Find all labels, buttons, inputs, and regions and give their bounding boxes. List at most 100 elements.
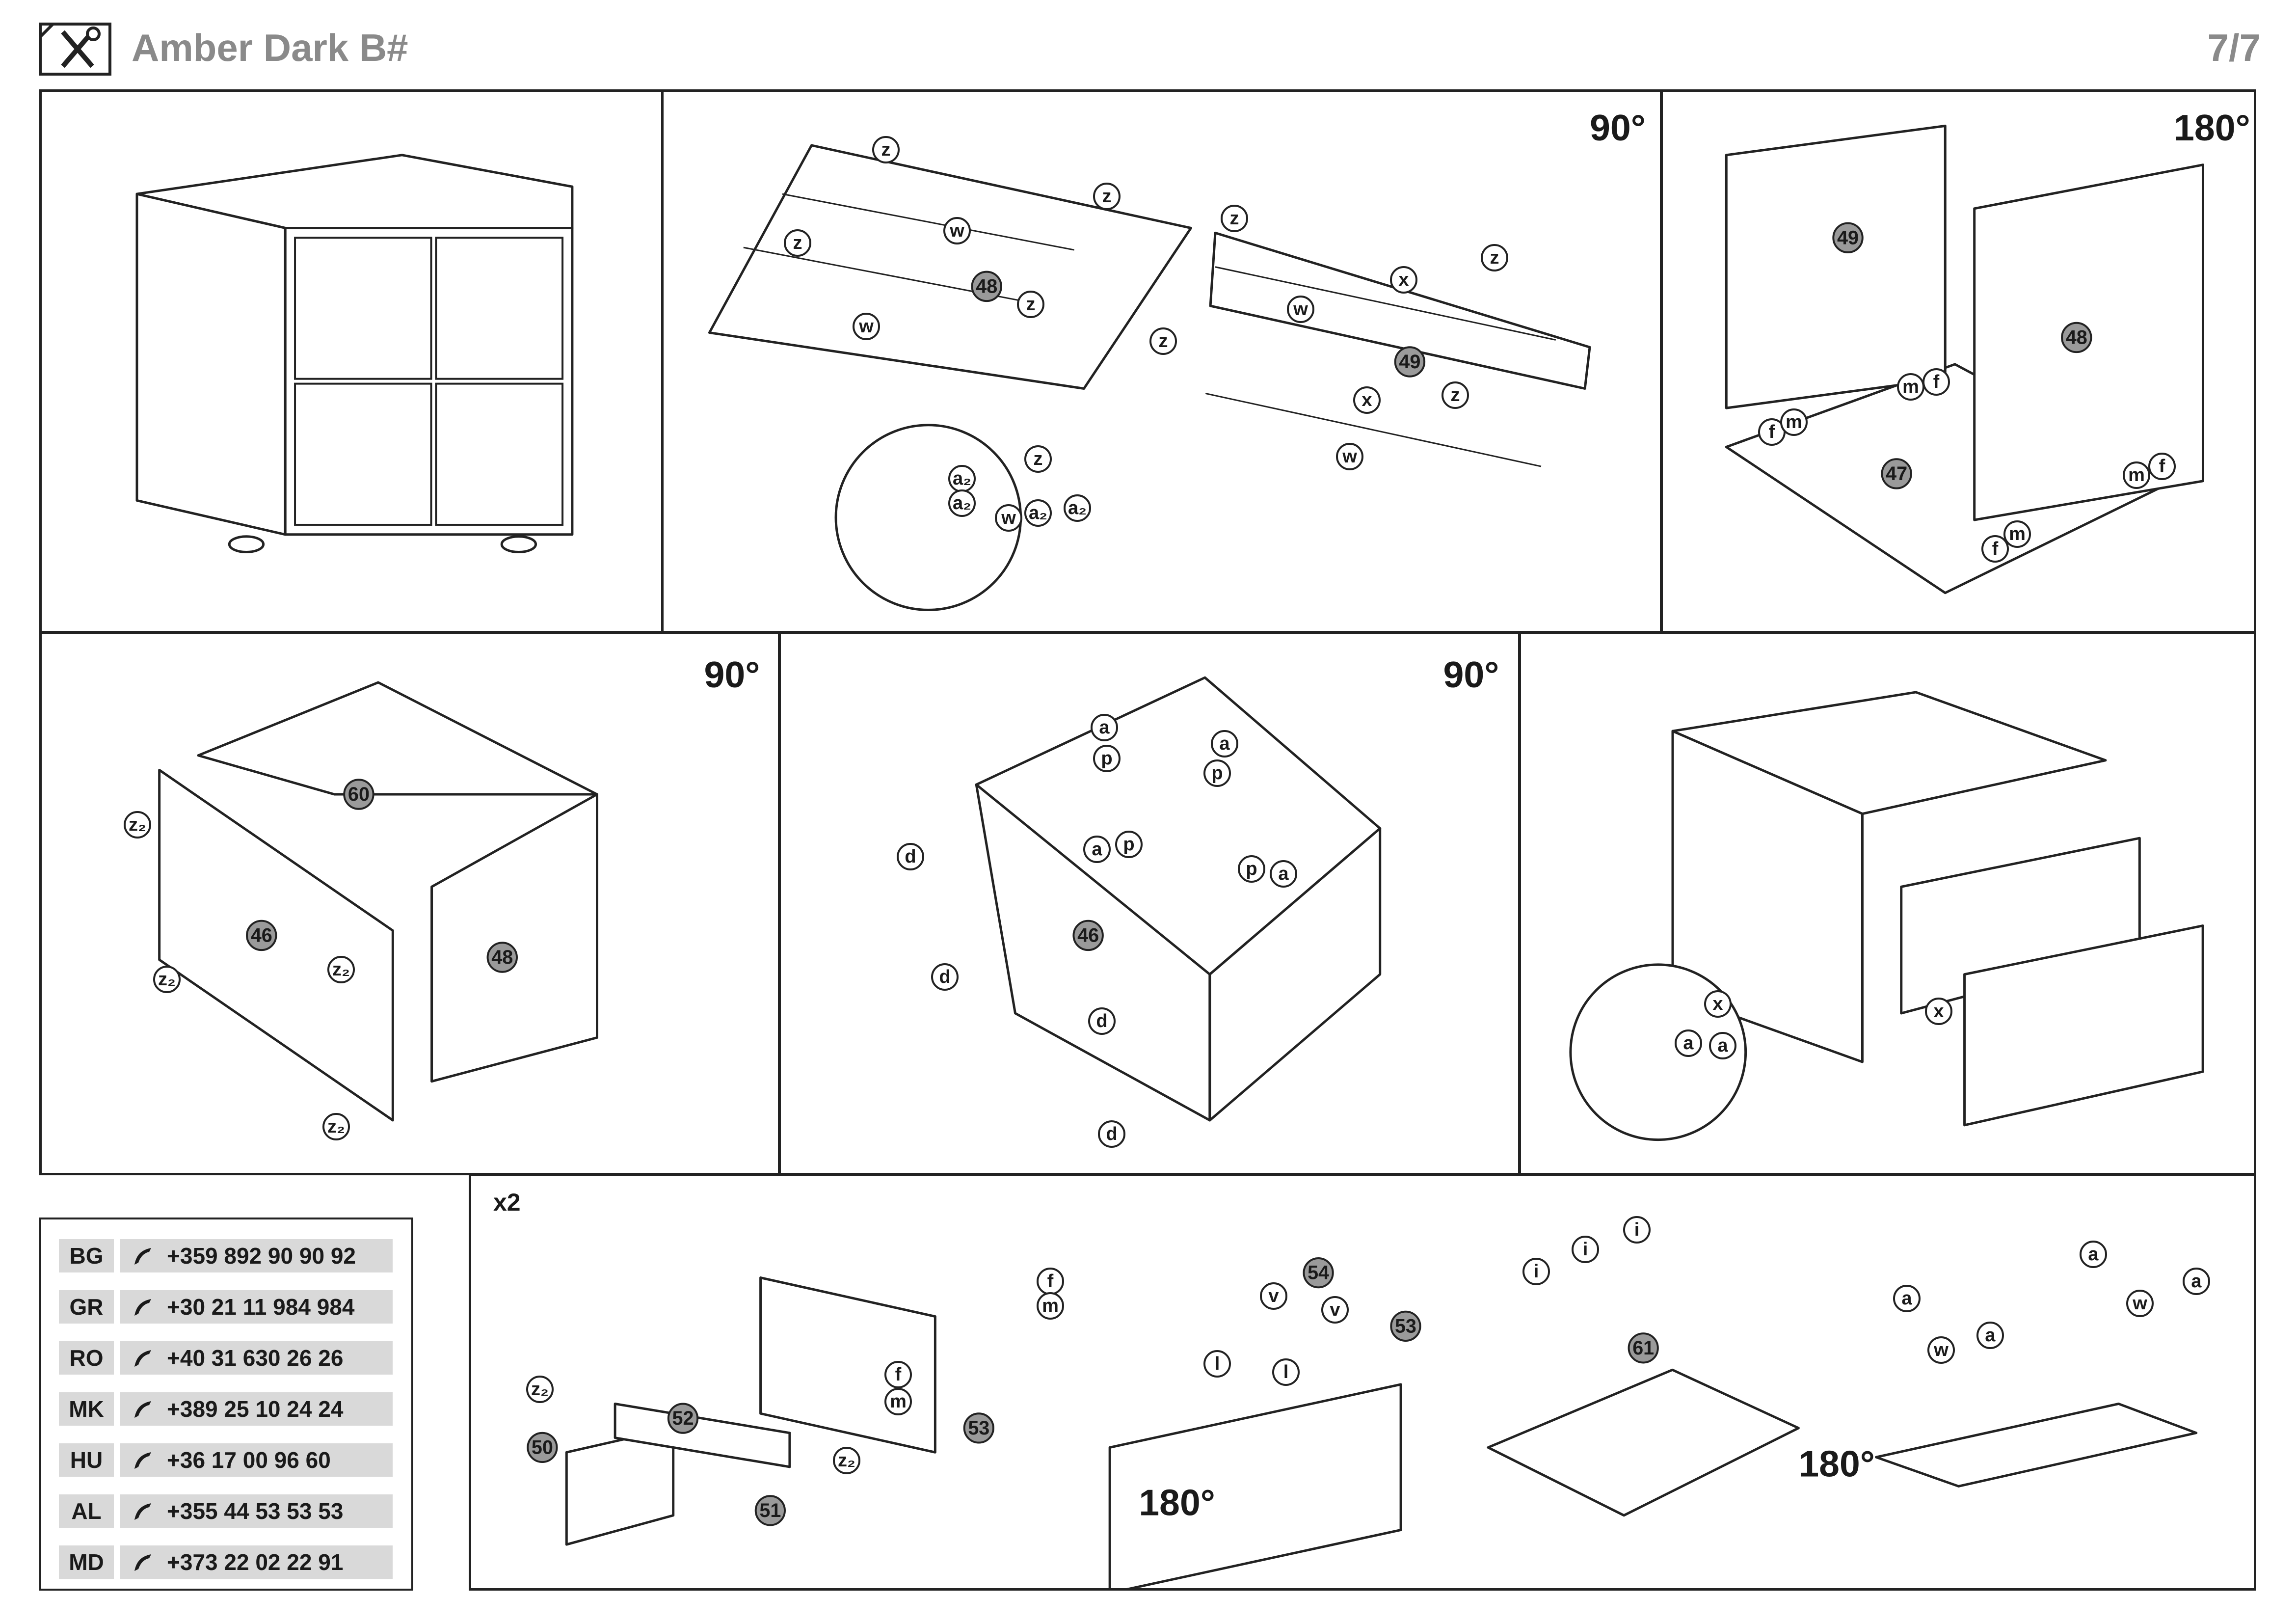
rotate-180-label: 180°: [2174, 107, 2250, 148]
cabinet-side: [1208, 827, 1382, 1122]
drawer-bottom-61: [1487, 1368, 1800, 1517]
phone-icon: [134, 1350, 151, 1367]
part-badge: [1390, 1310, 1421, 1342]
part-badge: [1394, 346, 1426, 378]
phone-number: +389 25 10 24 24: [167, 1396, 344, 1422]
part-number: 49: [1837, 227, 1859, 248]
drawer-front: [435, 237, 564, 380]
phone-number: +373 22 02 22 91: [167, 1549, 344, 1575]
part-number: 46: [251, 924, 272, 946]
part-badge: [246, 920, 277, 951]
page-title: Amber Dark B#: [132, 26, 408, 69]
phone-number: +355 44 53 53 53: [167, 1498, 344, 1524]
phone-icon: [134, 1299, 151, 1316]
part-badge: [754, 1495, 786, 1526]
part-badge: [1072, 920, 1104, 951]
phone-number: +359 892 90 90 92: [167, 1243, 356, 1269]
part-badge: [1303, 1257, 1334, 1289]
part-badge: [1881, 458, 1912, 489]
part-number: 48: [491, 947, 513, 968]
phone-cell: +40 31 630 26 26: [120, 1341, 393, 1375]
part-number: 54: [1308, 1262, 1329, 1284]
phone-number: +30 21 11 984 984: [167, 1294, 355, 1320]
part-badge: [963, 1412, 994, 1444]
drawer-back-52: [614, 1403, 791, 1468]
tools-icon: [39, 23, 111, 76]
step-panel-top: 60 46 48 90°: [39, 631, 780, 1175]
contact-table: BG +359 892 90 90 92 GR +30 21 11 984 98…: [39, 1218, 413, 1591]
step-panel-drawers: [1519, 631, 2256, 1175]
top-60: [197, 681, 599, 796]
panel-49-board: [1209, 231, 1591, 390]
country-code: MK: [59, 1392, 114, 1426]
side-46: [158, 768, 394, 1122]
phone-cell: +359 892 90 90 92: [120, 1239, 393, 1272]
country-code: HU: [59, 1443, 114, 1477]
phone-number: +40 31 630 26 26: [167, 1345, 344, 1371]
rotate-90-label: 90°: [1590, 107, 1646, 148]
cabinet-side: [1671, 730, 1864, 1063]
rotate-90-label: 90°: [704, 654, 760, 695]
part-number: 51: [759, 1500, 781, 1521]
drawer-side: [759, 1276, 936, 1454]
foot: [228, 535, 265, 553]
phone-icon: [134, 1248, 151, 1265]
phone-cell: +355 44 53 53 53: [120, 1494, 393, 1528]
part-number: 50: [532, 1436, 553, 1458]
part-badge: [1832, 222, 1864, 254]
part-badge: [2061, 322, 2092, 353]
detail-magnifier: [834, 424, 1022, 611]
rotate-90-label: 90°: [1443, 654, 1499, 695]
phone-cell: +373 22 02 22 91: [120, 1545, 393, 1579]
detail-magnifier: [1569, 963, 1747, 1141]
part-badge: [486, 942, 518, 973]
step-panel-feet: 46 90°: [778, 631, 1521, 1175]
phone-icon: [134, 1503, 151, 1520]
part-badge: [667, 1403, 699, 1434]
drawer-front: [435, 382, 564, 526]
country-code: MD: [59, 1545, 114, 1579]
country-code: RO: [59, 1341, 114, 1375]
part-number: 61: [1632, 1337, 1654, 1359]
part-number: 52: [672, 1407, 694, 1429]
part-number: 60: [348, 784, 370, 805]
phone-icon: [134, 1554, 151, 1571]
phone-cell: +30 21 11 984 984: [120, 1290, 393, 1324]
part-badge: [971, 271, 1002, 302]
panel-48-board: [708, 144, 1192, 390]
page-number: 7/7: [2207, 26, 2261, 69]
step-panel-rails: 48 49 90°: [661, 89, 1662, 633]
part-number: 49: [1399, 351, 1420, 373]
cabinet-front: [284, 226, 574, 536]
side-49: [1725, 124, 1947, 409]
rail: [782, 193, 1074, 251]
step-panel-sides: 49 48 47 180°: [1660, 89, 2256, 633]
rotate-180-label: 180°: [1139, 1482, 1215, 1523]
phone-icon: [134, 1401, 151, 1418]
step-panel-finished-cabinet: [39, 89, 664, 633]
quantity-multiplier: x2: [493, 1189, 521, 1216]
rotate-180-label: 180°: [1798, 1443, 1874, 1485]
drawer-front: [294, 237, 432, 380]
phone-cell: +389 25 10 24 24: [120, 1392, 393, 1426]
foot: [500, 535, 537, 553]
phone-cell: +36 17 00 96 60: [120, 1443, 393, 1477]
rail: [1205, 392, 1542, 467]
part-number: 46: [1077, 924, 1099, 946]
phone-icon: [134, 1452, 151, 1469]
drawer-box: [1108, 1383, 1402, 1588]
drawer-front-lower: [1963, 924, 2204, 1127]
part-number: 53: [1395, 1315, 1416, 1337]
side-48: [430, 793, 599, 1083]
phone-number: +36 17 00 96 60: [167, 1447, 331, 1473]
drawer-front: [294, 382, 432, 526]
country-code: AL: [59, 1494, 114, 1528]
rail: [1215, 266, 1556, 341]
country-code: GR: [59, 1290, 114, 1324]
part-number: 47: [1886, 463, 1907, 485]
part-badge: [343, 779, 374, 810]
part-number: 48: [976, 275, 997, 297]
part-number: 53: [968, 1417, 989, 1439]
part-badge: [1628, 1332, 1659, 1364]
step-panel-drawer-assembly: 52 50 51 53 54 53 61 180° 180°: [469, 1173, 2256, 1591]
